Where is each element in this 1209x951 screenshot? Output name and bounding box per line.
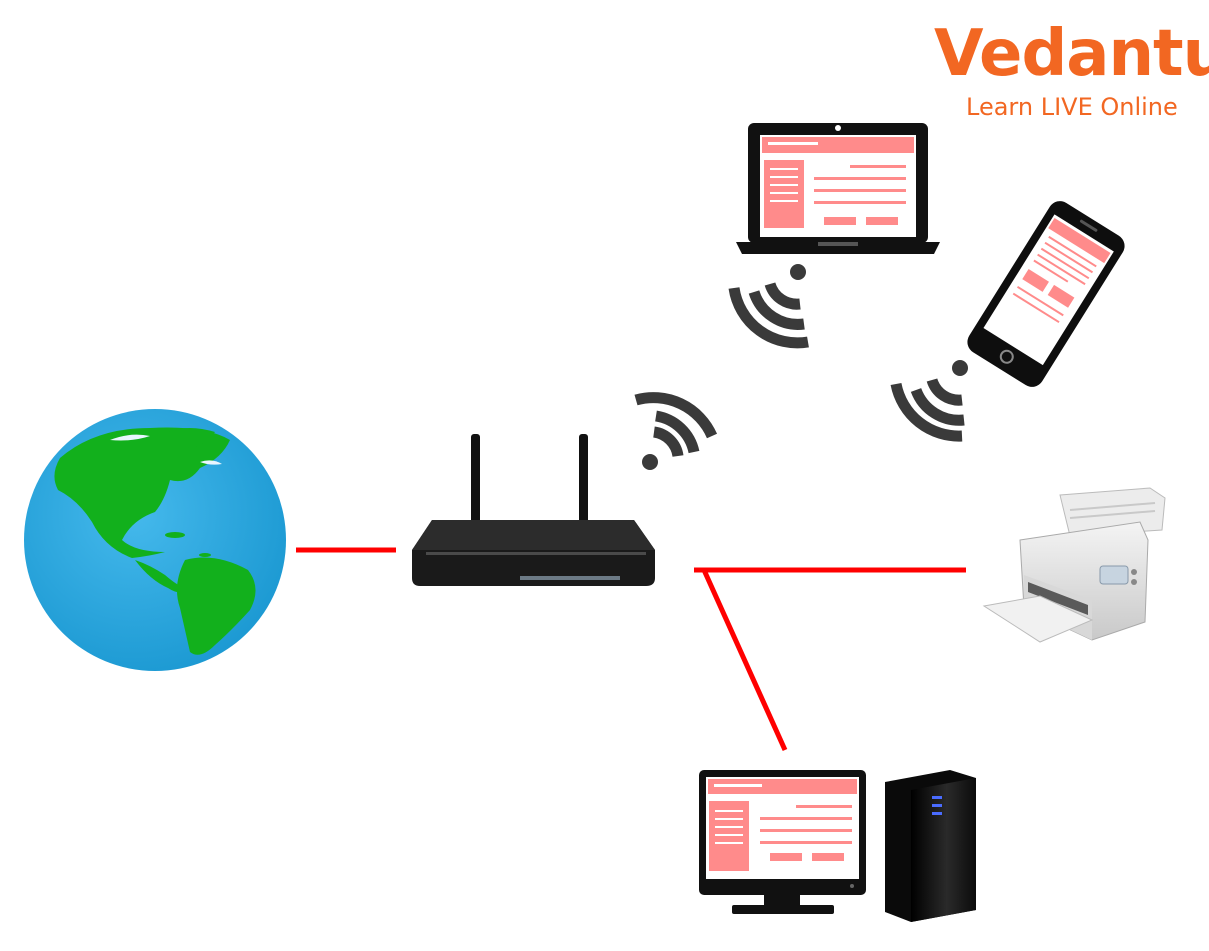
printer-icon [982, 487, 1166, 643]
wifi-signal-icon-router [634, 392, 718, 470]
globe-icon [24, 409, 286, 671]
laptop-icon [736, 123, 940, 254]
link-router-desktop [701, 568, 788, 752]
wifi-signal-icon-smartphone [890, 360, 968, 442]
logo-tagline: Learn LIVE Online [966, 93, 1178, 121]
wifi-router-icon [412, 434, 655, 586]
wired-links [296, 547, 966, 752]
desktop-computer-icon [699, 770, 976, 922]
vedantu-logo: Vedantu Learn LIVE Online [930, 14, 1209, 124]
smartphone-icon [967, 201, 1125, 387]
wifi-signal-icon-laptop [728, 264, 809, 349]
logo-wordmark: Vedantu [934, 17, 1209, 91]
